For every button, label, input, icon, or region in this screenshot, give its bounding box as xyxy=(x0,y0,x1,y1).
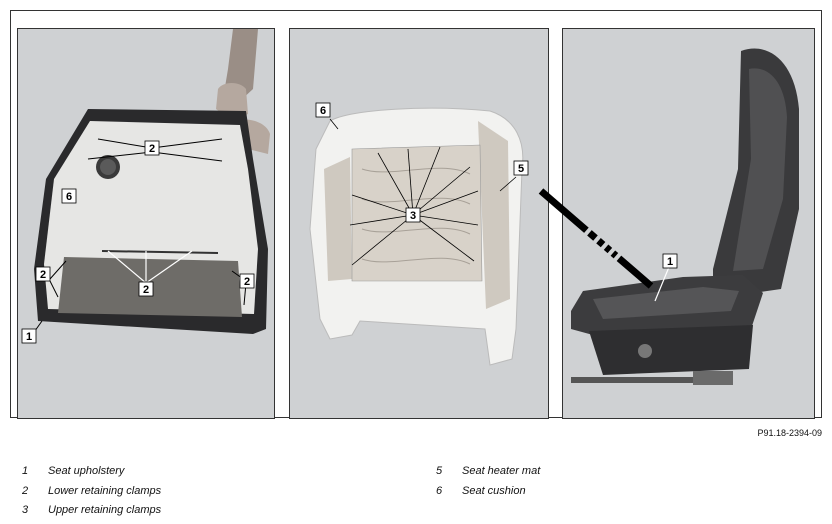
legend-item: 1 Seat upholstery xyxy=(22,465,125,477)
svg-text:2: 2 xyxy=(143,284,149,296)
legend-right: 5 Seat heater mat 6 Seat cushion xyxy=(436,462,540,501)
legend-item: 6 Seat cushion xyxy=(436,484,526,497)
svg-text:6: 6 xyxy=(320,105,326,117)
callout-p1-5: 2 xyxy=(239,273,255,289)
callout-p1-1: 2 xyxy=(144,140,160,156)
legend-item: 5 Seat heater mat xyxy=(436,465,541,477)
legend-item: 3 Upper retaining clamps xyxy=(22,504,162,516)
callout-p1-6: 1 xyxy=(21,328,37,344)
figure-frame: 2 6 2 2 2 1 xyxy=(10,10,822,419)
svg-text:2: 2 xyxy=(244,276,250,288)
legend-item: 2 Lower retaining clamps xyxy=(22,484,162,497)
heater-mat-illustration: 6 3 5 xyxy=(309,102,529,366)
upholstery-illustration: 2 6 2 2 2 1 xyxy=(21,29,270,344)
callout-p2-2: 3 xyxy=(405,207,421,223)
callout-p1-4: 2 xyxy=(138,281,154,297)
callout-p1-3: 2 xyxy=(35,266,51,282)
svg-text:2: 2 xyxy=(149,143,155,155)
panel-seat-overview: 1 xyxy=(562,28,815,419)
svg-text:2: 2 xyxy=(40,269,46,281)
figure-code: P91.18-2394-09 xyxy=(757,428,822,438)
callout-p2-1: 6 xyxy=(315,102,331,118)
legend-left: 1 Seat upholstery 2 Lower retaining clam… xyxy=(22,462,161,521)
svg-text:1: 1 xyxy=(667,256,673,268)
svg-text:1: 1 xyxy=(26,331,32,343)
panel-heater-mat: 6 3 5 xyxy=(289,28,549,419)
seat-illustration: 1 xyxy=(571,48,799,385)
callout-p1-2: 6 xyxy=(61,188,77,204)
svg-text:5: 5 xyxy=(518,163,524,175)
callout-p2-3: 5 xyxy=(513,160,529,176)
svg-text:3: 3 xyxy=(410,210,416,222)
callout-p3-1: 1 xyxy=(662,253,678,269)
panel-upholstery-removal: 2 6 2 2 2 1 xyxy=(17,28,275,419)
svg-text:6: 6 xyxy=(66,191,72,203)
